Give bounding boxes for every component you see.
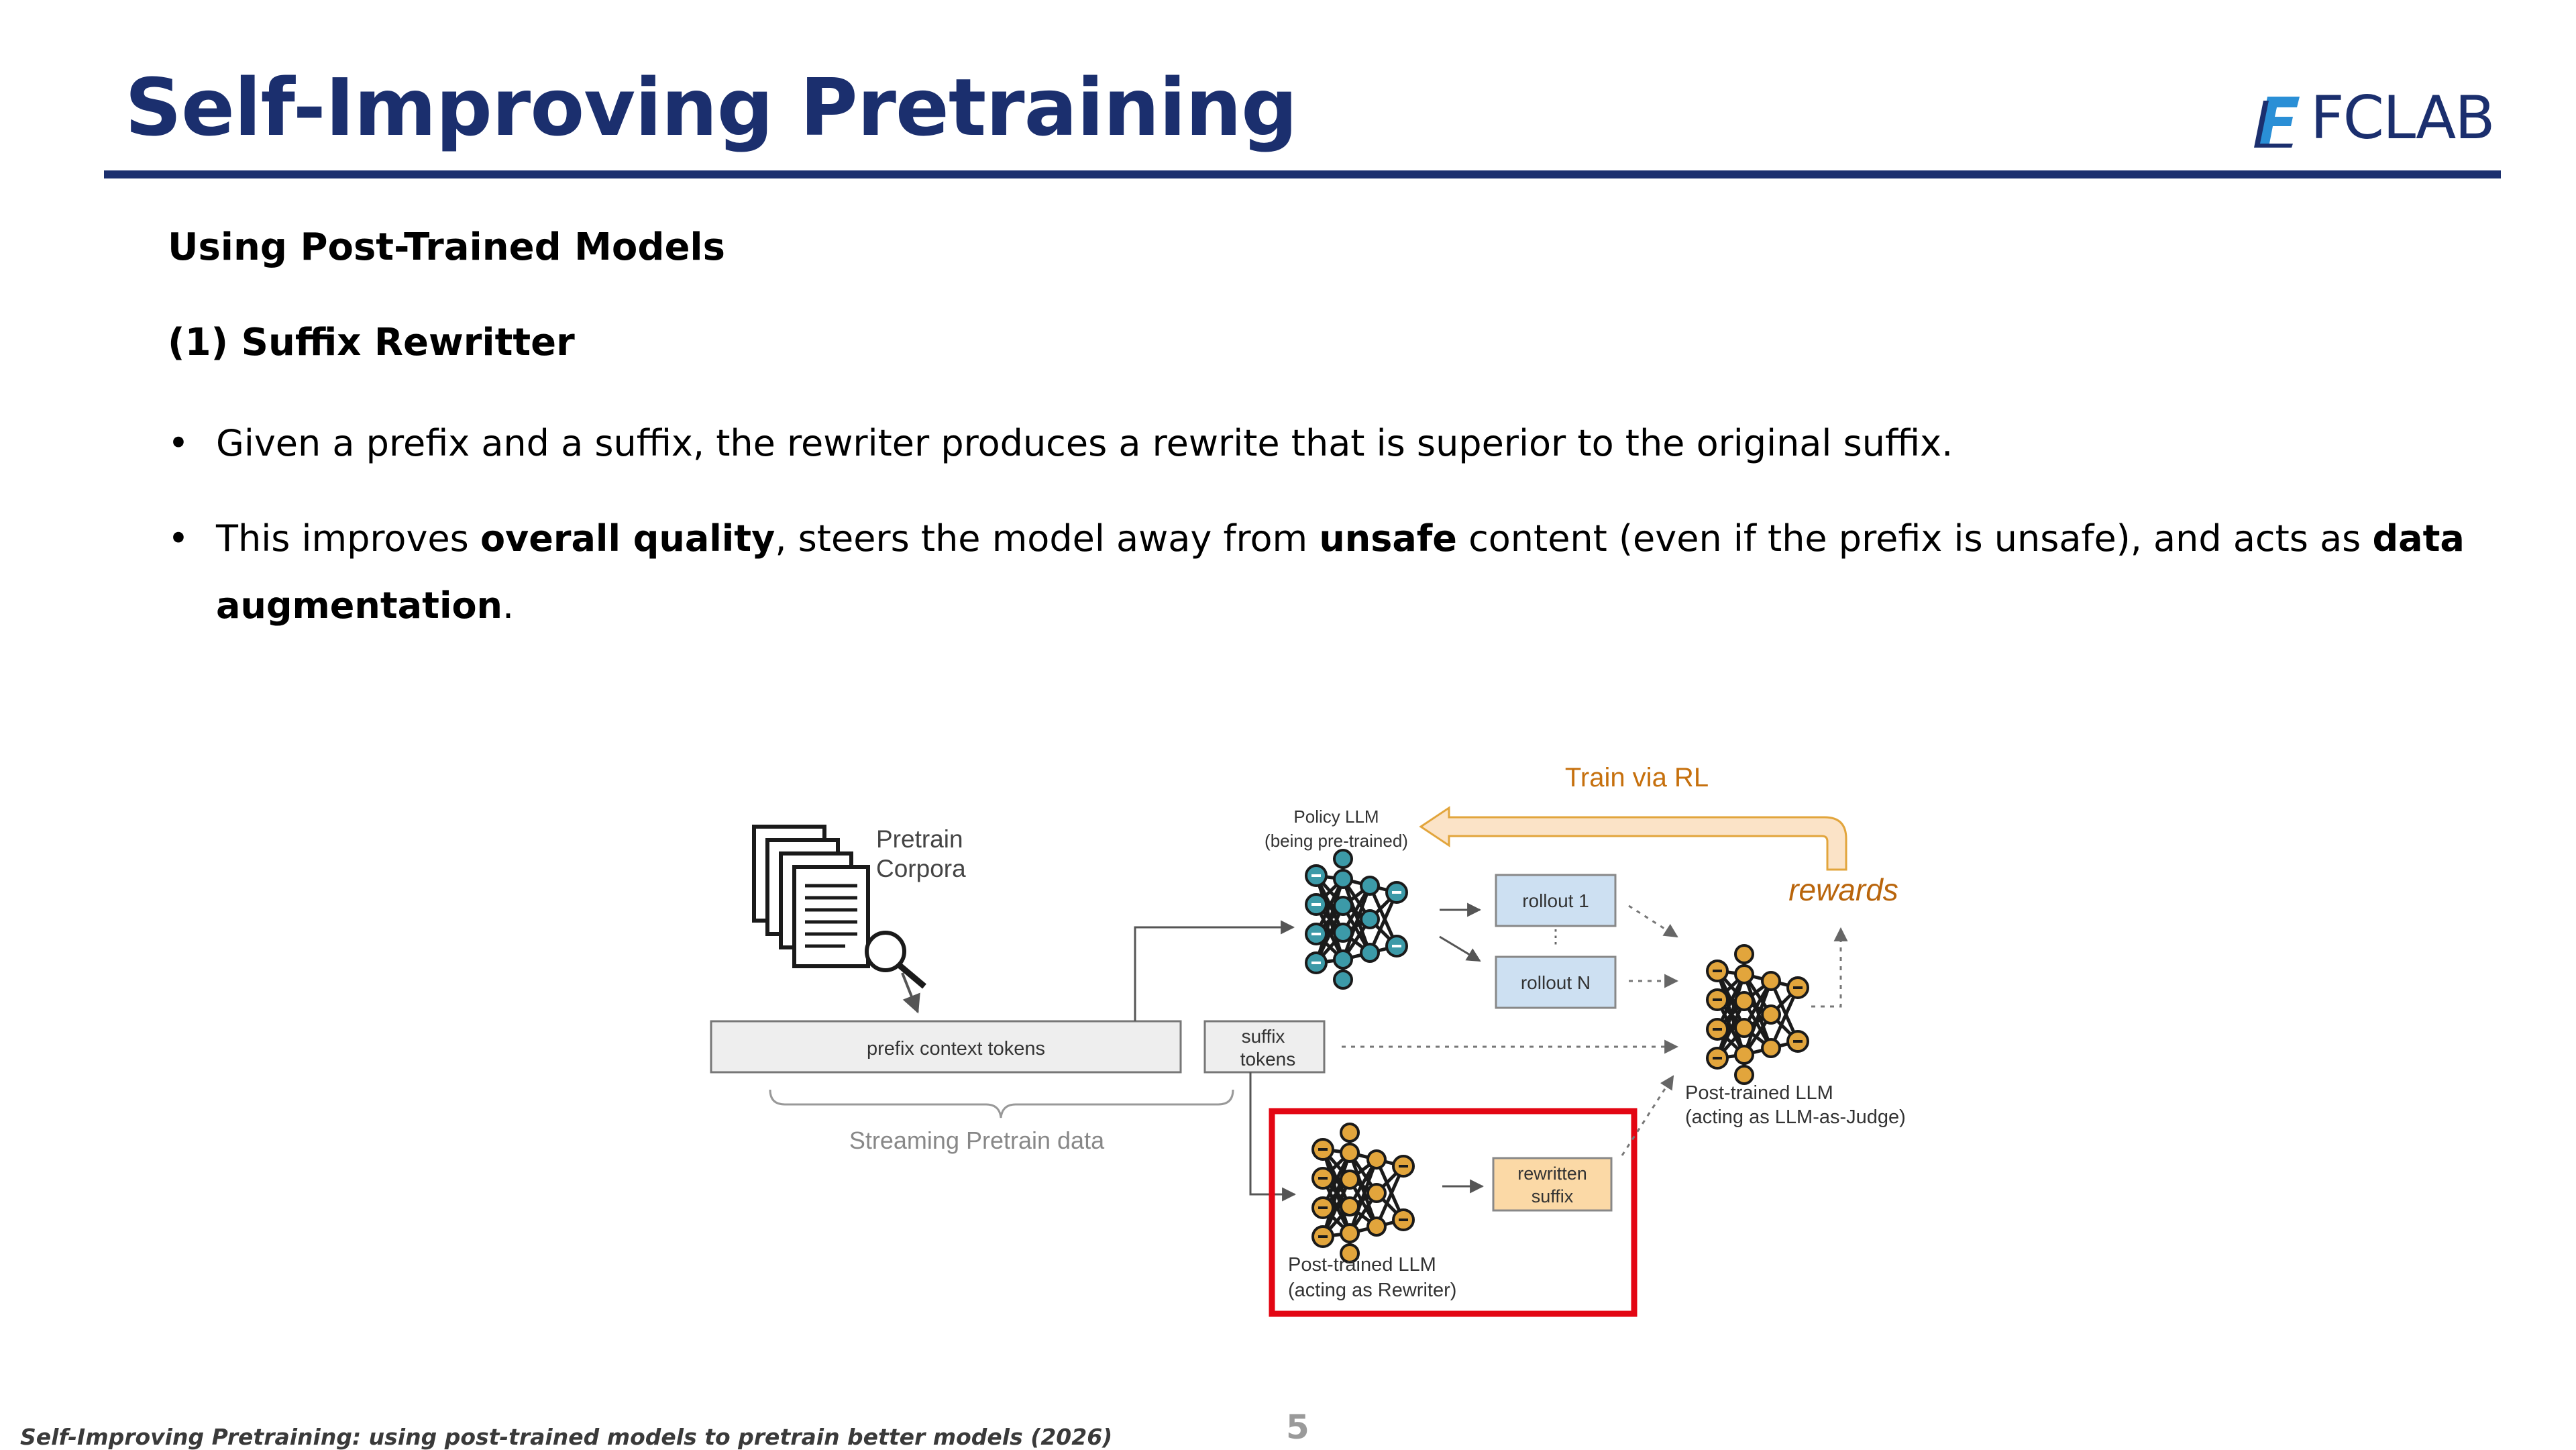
section-subheading: (1) Suffix Rewritter bbox=[168, 321, 575, 364]
bullet-2-text: content (even if the prefix is unsafe), … bbox=[1456, 517, 2373, 560]
rewriter-llm-label-1: Post-trained LLM bbox=[1288, 1254, 1436, 1276]
section-heading: Using Post-Trained Models bbox=[168, 225, 725, 269]
fclab-logo-mark-icon bbox=[2254, 97, 2300, 148]
rollout-1-label: rollout 1 bbox=[1522, 890, 1589, 911]
rewritten-suffix-box bbox=[1492, 1157, 1613, 1212]
rollout-n-box bbox=[1495, 955, 1617, 1009]
rollout-ellipsis: ⋮ bbox=[1546, 926, 1565, 947]
page-title: Self-Improving Pretraining bbox=[125, 61, 1298, 154]
rewriter-llm-neural-network-icon bbox=[1311, 1123, 1415, 1263]
bullet-2-text: , steers the model away from bbox=[775, 517, 1320, 560]
policy-llm-label-2: (being pre-trained) bbox=[1265, 831, 1408, 851]
footer-citation: Self-Improving Pretraining: using post-t… bbox=[20, 1424, 1113, 1450]
prefix-tokens-label: prefix context tokens bbox=[867, 1038, 1045, 1059]
rewriter-llm-label-2: (acting as Rewriter) bbox=[1288, 1280, 1456, 1301]
bullet-2-text: . bbox=[502, 584, 515, 627]
judge-llm-label-1: Post-trained LLM bbox=[1685, 1082, 1833, 1104]
suffix-tokens-label-1: suffix bbox=[1242, 1026, 1285, 1047]
bullet-marker: • bbox=[168, 517, 189, 560]
bullet-2-text: This improves bbox=[216, 517, 480, 560]
policy-llm-neural-network-icon bbox=[1305, 849, 1408, 990]
keyword-data: data bbox=[2372, 517, 2465, 560]
logo-text: FCLAB bbox=[2310, 83, 2496, 152]
title-underline bbox=[104, 170, 2501, 178]
judge-llm-neural-network-icon bbox=[1706, 944, 1809, 1085]
keyword-augmentation: augmentation bbox=[216, 584, 502, 627]
rewritten-suffix-label-2: suffix bbox=[1532, 1186, 1574, 1206]
policy-llm-label-1: Policy LLM bbox=[1293, 807, 1379, 827]
rollout-n-label: rollout N bbox=[1521, 972, 1591, 993]
page-number: 5 bbox=[1286, 1408, 1309, 1447]
fclab-logo: FCLAB bbox=[2253, 85, 2508, 152]
streaming-label: Streaming Pretrain data bbox=[849, 1127, 1105, 1154]
prefix-tokens-box bbox=[710, 1020, 1182, 1074]
bullet-2-line-1: This improves overall quality, steers th… bbox=[216, 505, 2465, 573]
rollout-1-box bbox=[1495, 874, 1617, 927]
suffix-tokens-box bbox=[1203, 1020, 1326, 1074]
rewriter-highlight-box bbox=[1269, 1108, 1638, 1317]
suffix-tokens-label-2: tokens bbox=[1240, 1049, 1296, 1070]
streaming-brace bbox=[769, 1089, 1234, 1119]
rl-feedback-arrow bbox=[1419, 806, 1847, 871]
magnifier-icon bbox=[865, 931, 926, 989]
pretrain-corpora-label-2: Corpora bbox=[876, 855, 966, 882]
judge-llm-label-2: (acting as LLM-as-Judge) bbox=[1685, 1106, 1906, 1128]
pretrain-corpora-label-1: Pretrain bbox=[876, 825, 963, 853]
rewritten-suffix-label-1: rewritten bbox=[1517, 1163, 1587, 1184]
rewards-label: rewards bbox=[1788, 872, 1898, 907]
keyword-unsafe: unsafe bbox=[1319, 517, 1457, 560]
bullet-2-line-2: augmentation. bbox=[216, 572, 514, 640]
bullet-1-text: Given a prefix and a suffix, the rewrite… bbox=[216, 422, 1953, 464]
bullet-marker: • bbox=[168, 422, 189, 464]
documents-icon bbox=[752, 825, 870, 968]
train-via-rl-label: Train via RL bbox=[1565, 763, 1709, 792]
keyword-overall-quality: overall quality bbox=[480, 517, 775, 560]
